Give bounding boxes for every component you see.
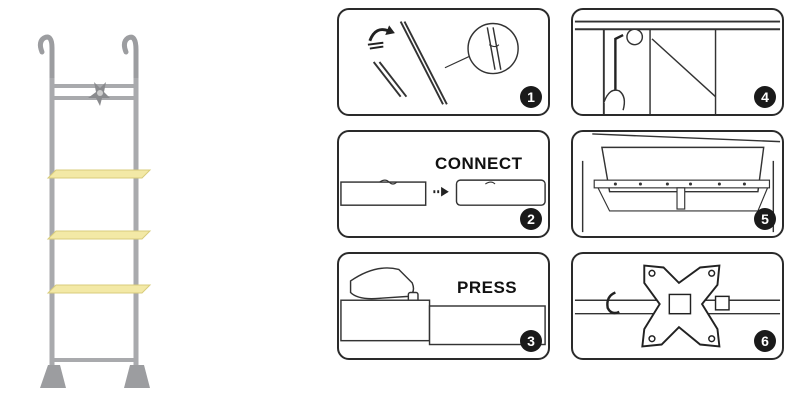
step-card-1: 1 bbox=[337, 8, 550, 116]
step-card-3: PRESS 3 bbox=[337, 252, 550, 360]
right-hook bbox=[121, 34, 139, 83]
rotate-arrow-icon bbox=[368, 28, 390, 42]
left-hook bbox=[37, 34, 55, 83]
shelf-middle bbox=[46, 230, 152, 240]
hand-illustration bbox=[603, 89, 626, 111]
step-number-badge: 4 bbox=[754, 86, 776, 108]
allen-key bbox=[614, 33, 624, 103]
step-card-6: 6 bbox=[571, 252, 784, 360]
step-number-badge: 5 bbox=[754, 208, 776, 230]
step-card-2: CONNECT 2 bbox=[337, 130, 550, 238]
left-foot bbox=[40, 365, 66, 388]
shelf-bottom bbox=[46, 284, 152, 294]
step-label-press: PRESS bbox=[457, 278, 518, 297]
step-card-4: 4 bbox=[571, 8, 784, 116]
step-number-badge: 2 bbox=[520, 208, 542, 230]
step-label-connect: CONNECT bbox=[435, 154, 523, 173]
step-card-5: 5 bbox=[571, 130, 784, 238]
hand-illustration bbox=[349, 267, 415, 300]
step-number-badge: 1 bbox=[520, 86, 542, 108]
shelf-top bbox=[46, 169, 152, 179]
display-stand-illustration bbox=[30, 20, 170, 390]
step-number-badge: 3 bbox=[520, 330, 542, 352]
hook-illustration bbox=[606, 291, 620, 315]
step-number-badge: 6 bbox=[754, 330, 776, 352]
right-foot bbox=[124, 365, 150, 388]
